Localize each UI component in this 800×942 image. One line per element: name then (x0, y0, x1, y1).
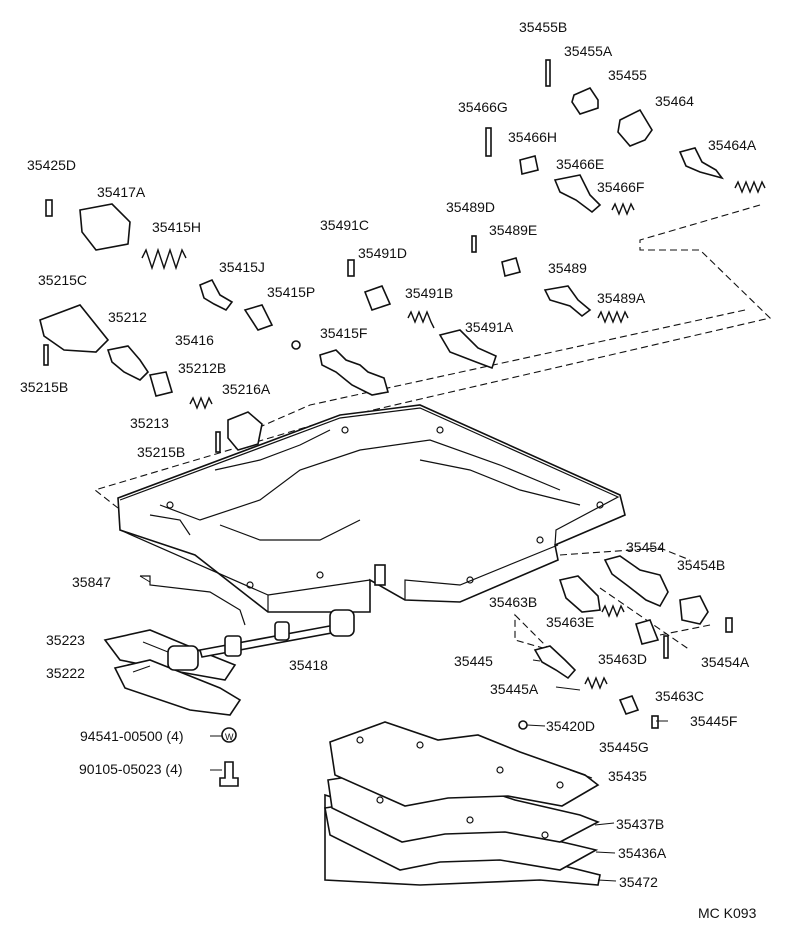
top-right-valve-parts (471, 59, 766, 324)
label-35425D: 35425D (27, 157, 76, 173)
label-35415H: 35415H (152, 219, 201, 235)
label-35489D: 35489D (446, 199, 495, 215)
label-35454A: 35454A (701, 654, 750, 670)
label-35436A: 35436A (618, 845, 667, 861)
label-35455A: 35455A (564, 43, 613, 59)
leader-lines (132, 575, 668, 882)
label-35418: 35418 (289, 657, 328, 673)
label-35416: 35416 (175, 332, 214, 348)
label-35464: 35464 (655, 93, 694, 109)
label-35216A: 35216A (222, 381, 271, 397)
label-35223: 35223 (46, 632, 85, 648)
label-35491A: 35491A (465, 319, 514, 335)
label-35445: 35445 (454, 653, 493, 669)
label-35215C: 35215C (38, 272, 87, 288)
label-35847: 35847 (72, 574, 111, 590)
label-35463E: 35463E (546, 614, 594, 630)
label-35420D: 35420D (546, 718, 595, 734)
washer-symbol: W (225, 732, 234, 742)
label-35463B: 35463B (489, 594, 537, 610)
label-35466G: 35466G (458, 99, 508, 115)
label-94541-00500: 94541-00500 (4) (80, 728, 184, 744)
lower-plates (324, 721, 601, 886)
label-90105-05023: 90105-05023 (4) (79, 761, 183, 777)
label-35415F: 35415F (320, 325, 367, 341)
label-35464A: 35464A (708, 137, 757, 153)
label-35222: 35222 (46, 665, 85, 681)
label-35466H: 35466H (508, 129, 557, 145)
label-35454B: 35454B (677, 557, 725, 573)
diagram-code: MC K093 (698, 905, 757, 921)
label-35466F: 35466F (597, 179, 644, 195)
label-35491B: 35491B (405, 285, 453, 301)
right-lower-valve-parts (518, 555, 733, 730)
label-35466E: 35466E (556, 156, 604, 172)
label-35445F: 35445F (690, 713, 737, 729)
label-35491D: 35491D (358, 245, 407, 261)
label-35463C: 35463C (655, 688, 704, 704)
label-35445G: 35445G (599, 739, 649, 755)
label-35415P: 35415P (267, 284, 315, 300)
label-35491C: 35491C (320, 217, 369, 233)
manual-valve-lever-group: W (103, 575, 355, 787)
label-35435: 35435 (608, 768, 647, 784)
label-35445A: 35445A (490, 681, 539, 697)
label-35215B-left: 35215B (20, 379, 68, 395)
label-35415J: 35415J (219, 259, 265, 275)
label-35472: 35472 (619, 874, 658, 890)
label-35454: 35454 (626, 539, 665, 555)
label-35212B: 35212B (178, 360, 226, 376)
assembly-guide-lines (93, 204, 772, 652)
part-number-labels: 35455B 35455A 35455 35464 35464A 35466G … (20, 19, 757, 921)
label-35489A: 35489A (597, 290, 646, 306)
label-35455: 35455 (608, 67, 647, 83)
label-35463D: 35463D (598, 651, 647, 667)
center-valve-parts (39, 199, 497, 453)
label-35212: 35212 (108, 309, 147, 325)
label-35489: 35489 (548, 260, 587, 276)
label-35455B: 35455B (519, 19, 567, 35)
upper-valve-body (117, 404, 626, 613)
label-35213: 35213 (130, 415, 169, 431)
label-35489E: 35489E (489, 222, 537, 238)
label-35437B: 35437B (616, 816, 664, 832)
label-35417A: 35417A (97, 184, 146, 200)
label-35215B-mid: 35215B (137, 444, 185, 460)
